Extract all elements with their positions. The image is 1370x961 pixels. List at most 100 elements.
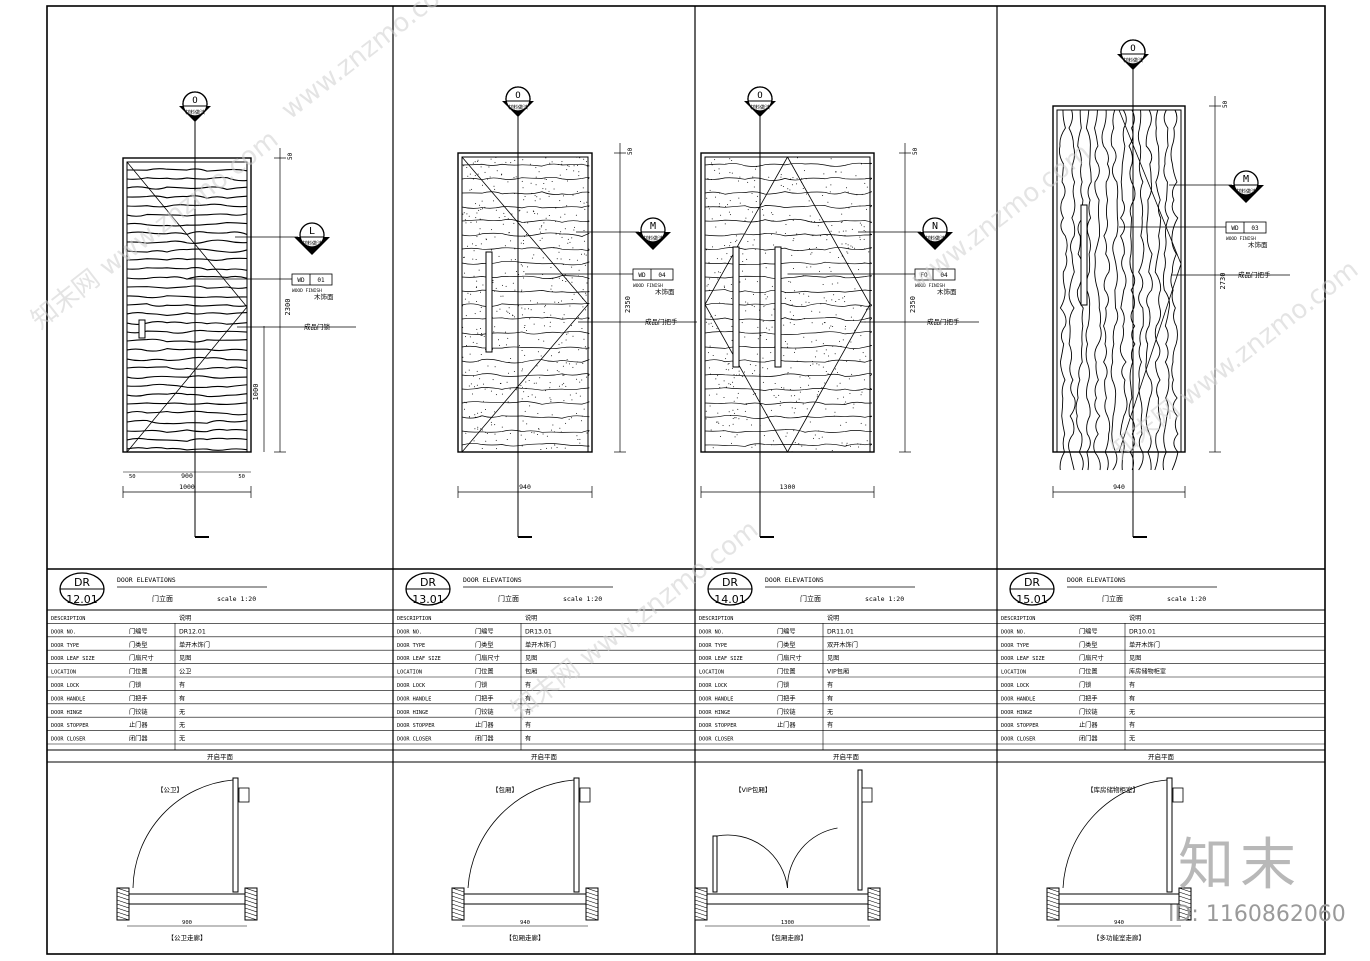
grain-dot: [742, 270, 744, 272]
grain-dot: [520, 264, 522, 266]
grain-dot: [527, 222, 529, 224]
grain-dot: [841, 442, 843, 444]
wall-hatch: [244, 891, 258, 897]
grain-dot: [577, 438, 579, 440]
grain-dot: [556, 447, 558, 449]
finish-code-b: 03: [1251, 225, 1259, 232]
grain-dot: [725, 386, 727, 388]
title-scale: scale 1:20: [1167, 595, 1206, 603]
pull-handle-right: [774, 246, 782, 368]
grain-dot: [853, 403, 855, 405]
row-value: 单开木饰门: [525, 641, 556, 649]
swing-line: [126, 161, 248, 453]
row-value: 有: [1129, 721, 1135, 729]
grain-dot: [797, 249, 799, 251]
grain-dot: [506, 310, 508, 312]
grain-dot: [473, 275, 475, 277]
grain-dot: [786, 343, 788, 345]
grain-dot: [466, 166, 468, 168]
grain-dot: [793, 323, 795, 325]
grain-dot: [812, 360, 814, 362]
grain-dot: [714, 159, 716, 161]
grain-line: [704, 317, 872, 322]
grain-dot: [575, 363, 577, 365]
grain-dot: [780, 184, 782, 186]
grain-dot: [558, 343, 560, 345]
grain-dot: [791, 318, 793, 320]
grain-dot: [734, 417, 736, 419]
grain-dot: [492, 279, 494, 281]
grain-dot: [514, 159, 516, 161]
grain-dot: [465, 432, 467, 434]
grain-dot: [465, 315, 467, 317]
grain-dot: [844, 301, 846, 303]
row-label-cn: 门锁: [129, 681, 141, 689]
grain-dot: [858, 446, 860, 448]
grain-dot: [745, 301, 747, 303]
grain-dot: [576, 413, 578, 415]
grain-dot: [762, 367, 764, 369]
row-label-en: DOOR HANDLE: [397, 696, 431, 702]
grain-dot: [840, 345, 842, 347]
grain-dot: [816, 350, 818, 352]
grain-dot: [755, 365, 757, 367]
hinge-detail: [579, 787, 591, 803]
grain-dot: [477, 173, 479, 175]
grain-dot: [796, 157, 798, 159]
grain-dot: [586, 282, 588, 284]
grain-dot: [755, 166, 757, 168]
grain-dot: [863, 238, 865, 240]
grain-dot: [808, 302, 810, 304]
grain-line: [461, 330, 590, 335]
grain-dot: [803, 336, 805, 338]
grain-dot: [808, 295, 810, 297]
grain-dot: [509, 388, 511, 390]
grain-dot: [811, 310, 813, 312]
row-value: 说明: [179, 614, 191, 622]
grain-dot: [836, 385, 838, 387]
wall-hatch: [585, 915, 599, 921]
grain-dot: [755, 168, 757, 170]
grain-dot: [467, 292, 469, 294]
grain-dot: [789, 322, 791, 324]
title-scale: scale 1:20: [865, 595, 904, 603]
grain-dot: [529, 318, 531, 320]
row-label-cn: 门铰链: [1079, 708, 1098, 716]
grain-dot: [520, 290, 522, 292]
grain-dot: [481, 447, 483, 449]
row-label-cn: 门锁: [777, 681, 789, 689]
grain-dot: [744, 248, 746, 250]
wall-hatch: [116, 907, 130, 913]
grain-dot: [765, 339, 767, 341]
grain-dot: [799, 391, 801, 393]
grain-dot: [494, 326, 496, 328]
grain-dot: [514, 289, 516, 291]
grain-dot: [540, 448, 542, 450]
grain-dot: [545, 188, 547, 190]
grain-dot: [868, 308, 870, 310]
grain-dot: [792, 315, 794, 317]
grain-dot: [787, 372, 789, 374]
grain-dot: [749, 364, 751, 366]
grain-dot: [564, 447, 566, 449]
grain-dot: [531, 394, 533, 396]
grain-dot: [865, 308, 867, 310]
grain-dot: [510, 357, 512, 359]
grain-dot: [855, 175, 857, 177]
grain-dot: [543, 340, 545, 342]
grain-dot: [540, 355, 542, 357]
finish-code-box: [1225, 221, 1267, 234]
grain-dot: [476, 212, 478, 214]
grain-dot: [716, 421, 718, 423]
grain-dot: [739, 176, 741, 178]
grain-dot: [715, 378, 717, 380]
grain-dot: [569, 394, 571, 396]
grain-line: [126, 419, 248, 425]
grain-dot: [747, 302, 749, 304]
grain-dot: [545, 157, 547, 159]
grain-dot: [578, 275, 580, 277]
grain-dot: [490, 421, 492, 423]
grain-dot: [514, 248, 516, 250]
grain-dot: [584, 253, 586, 255]
